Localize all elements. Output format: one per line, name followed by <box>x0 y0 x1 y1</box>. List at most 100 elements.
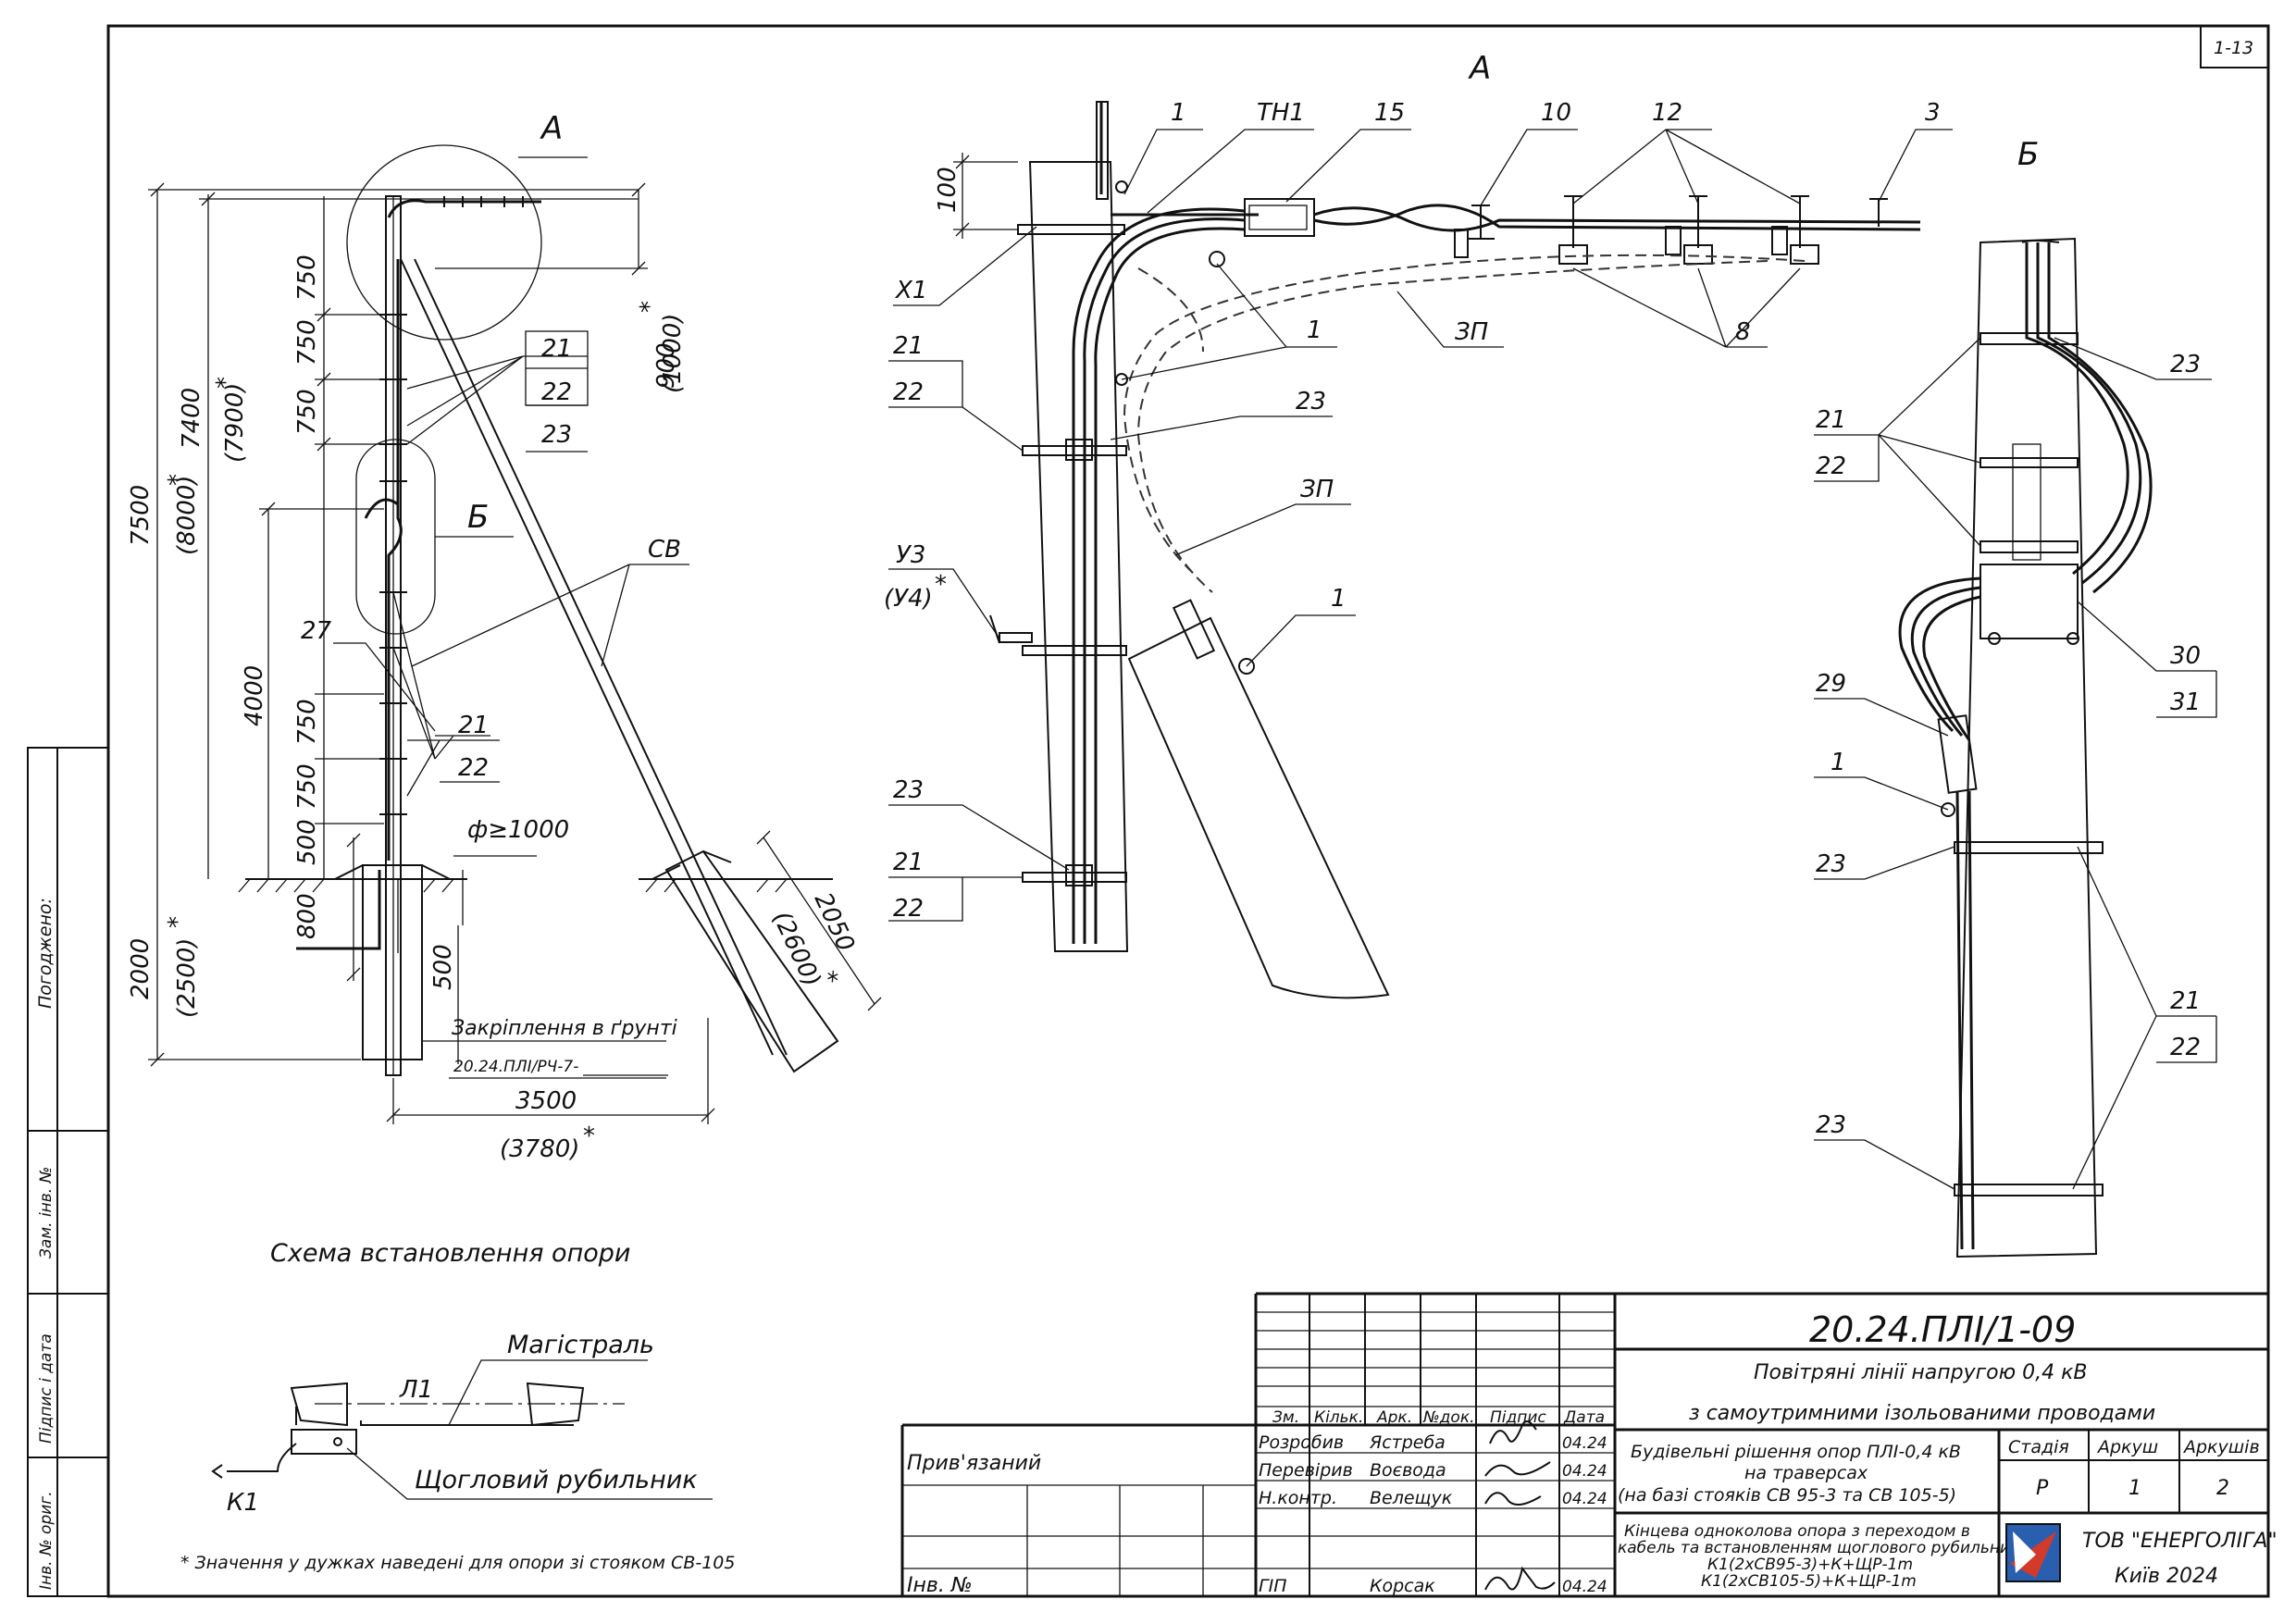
view-a-switch-box <box>1127 616 1390 999</box>
view-a: А <box>884 50 1953 999</box>
dim-3500: 3500 <box>515 1087 577 1115</box>
dim-star-8000: * <box>164 474 192 486</box>
tb-inv-no: Інв. № <box>907 1574 973 1597</box>
signature-2 <box>1484 1492 1542 1506</box>
detail-oval-b <box>355 439 436 635</box>
dim-900: 900 <box>652 342 680 389</box>
a-label-21-low: 21 <box>893 849 924 876</box>
dim-8000: (8000) <box>173 476 201 555</box>
tb-company: ТОВ "ЕНЕРГОЛІГА" <box>2082 1530 2277 1553</box>
dim-7900: (7900) <box>221 383 249 463</box>
a-label-15: 15 <box>1374 99 1405 127</box>
tb-date-0: 04.24 <box>1562 1434 1607 1453</box>
dim-7500: 7500 <box>127 485 155 546</box>
tb-name-0: Ястреба <box>1369 1432 1446 1453</box>
detail-circle-a <box>346 144 542 341</box>
a-label-u4-star: * <box>935 571 947 599</box>
dim-2050: 2050 <box>809 888 860 956</box>
signature-3 <box>1484 1566 1556 1591</box>
tb-role-3: ГІП <box>1259 1576 1286 1596</box>
title-block: Зм. Кільк. Арк. №док. Підпис Дата Прив'я… <box>900 1292 2277 1597</box>
scheme-label-21: 21 <box>541 335 572 363</box>
a-label-23-mid: 23 <box>1296 388 1326 415</box>
stamp-sign-date: Підпис і дата <box>37 1333 56 1444</box>
a-label-22-low: 22 <box>893 895 924 923</box>
dim-750-e: 750 <box>293 763 321 810</box>
tb-city: Київ 2024 <box>2115 1565 2218 1588</box>
b-label-23-mid: 23 <box>1816 850 1846 878</box>
b-label-1: 1 <box>1831 749 1846 776</box>
tb-section-3: (на базі стояків СВ 95-3 та СВ 105-5) <box>1618 1485 1956 1506</box>
tb-project-1: Повітряні лінії напругою 0,4 кВ <box>1754 1361 2088 1384</box>
dim-star-7900: * <box>212 377 240 389</box>
view-a-title: А <box>1468 50 1491 87</box>
ground-fix-ref: 20.24.ПЛІ/РЧ-7- <box>453 1058 578 1076</box>
dim-7400: 7400 <box>178 388 205 449</box>
b-label-22-low: 22 <box>2170 1034 2201 1061</box>
view-a-pole <box>1028 161 1129 952</box>
dim-4000: 4000 <box>241 665 268 726</box>
ground-fix-title: Закріплення в ґрунті <box>452 1017 677 1040</box>
scheme-label-22: 22 <box>541 378 572 406</box>
view-a-mark: А <box>540 110 563 147</box>
tb-stage: Р <box>2036 1477 2049 1500</box>
dim-2000: 2000 <box>127 938 155 999</box>
tb-drawing-3: К1(2хСВ95-3)+К+ЩР-1m <box>1707 1556 1913 1574</box>
stamp-agreed: Погоджено: <box>35 898 56 1009</box>
tb-sheet: 1 <box>2128 1477 2141 1500</box>
scheme-label-27: 27 <box>301 617 332 645</box>
b-label-31: 31 <box>2170 688 2201 716</box>
tb-date-2: 04.24 <box>1562 1490 1607 1508</box>
b-label-23-top: 23 <box>2170 351 2201 378</box>
a-label-1-low: 1 <box>1331 585 1347 613</box>
dim-750-c: 750 <box>293 389 321 435</box>
company-logo <box>2005 1523 2061 1582</box>
dim-100: 100 <box>934 167 962 213</box>
tb-role-1: Перевірив <box>1259 1460 1353 1481</box>
tb-name-1: Воєвода <box>1370 1460 1446 1481</box>
tb-project-2: з самоутримними ізольованими проводами <box>1689 1402 2155 1425</box>
b-label-30: 30 <box>2170 642 2201 670</box>
tb-drawing-1: Кінцева одноколова опора з переходом в <box>1624 1522 1970 1541</box>
scheme-label-21b: 21 <box>458 712 489 739</box>
tb-section-1: Будівельні рішення опор ПЛІ-0,4 кВ <box>1631 1442 1961 1462</box>
tb-h-ark: Арк. <box>1376 1408 1412 1427</box>
stamp-inv-zam: Зам. інв. № <box>37 1167 56 1258</box>
legend-trunk: Магістраль <box>507 1331 654 1359</box>
legend-line: Л1 <box>399 1376 433 1404</box>
scheme-caption: Схема встановлення опори <box>270 1239 630 1268</box>
tb-section-2: на траверсах <box>1744 1463 1868 1483</box>
tb-sheet-h: Аркуш <box>2096 1437 2158 1457</box>
a-label-1-top: 1 <box>1171 99 1186 127</box>
b-label-21: 21 <box>1816 406 1846 434</box>
b-label-22: 22 <box>1816 452 1846 480</box>
tb-h-pidpys: Підпис <box>1490 1408 1546 1427</box>
b-label-29: 29 <box>1816 670 1846 698</box>
tb-date-3: 04.24 <box>1562 1578 1607 1596</box>
a-label-zp-top: ЗП <box>1455 318 1488 346</box>
a-label-22-top: 22 <box>893 378 924 406</box>
tb-name-3: Корсак <box>1370 1576 1435 1596</box>
tb-drawing-4: К1(2хСВ105-5)+К+ЩР-1m <box>1701 1572 1917 1591</box>
footnote: * Значення у дужках наведені для опори з… <box>180 1553 735 1573</box>
tb-privyazanyi: Прив'язаний <box>907 1452 1041 1475</box>
tb-h-ndok: №док. <box>1422 1408 1475 1427</box>
a-label-tn1: ТН1 <box>1257 99 1305 127</box>
dim-2500: (2500) <box>173 938 201 1018</box>
dim-star-3780: * <box>583 1122 595 1150</box>
sheet-number: 1-13 <box>2214 38 2253 58</box>
dim-diameter: ф≥1000 <box>467 816 569 844</box>
tb-role-2: Н.контр. <box>1259 1488 1337 1508</box>
dim-star-1000: * <box>636 301 664 313</box>
a-label-10: 10 <box>1541 99 1571 127</box>
tb-role-0: Розробив <box>1259 1432 1344 1453</box>
signature-1 <box>1484 1461 1551 1477</box>
legend-diagram: Магістраль Л1 Щогловий рубильник К1 * Зн… <box>180 1331 735 1573</box>
tb-h-data: Дата <box>1563 1408 1605 1427</box>
legend-switch: Щогловий рубильник <box>415 1466 698 1494</box>
a-label-x1: Х1 <box>894 277 927 304</box>
view-b-title: Б <box>2017 136 2039 173</box>
tb-h-zm: Зм. <box>1272 1408 1299 1427</box>
dim-3780: (3780) <box>500 1135 579 1163</box>
